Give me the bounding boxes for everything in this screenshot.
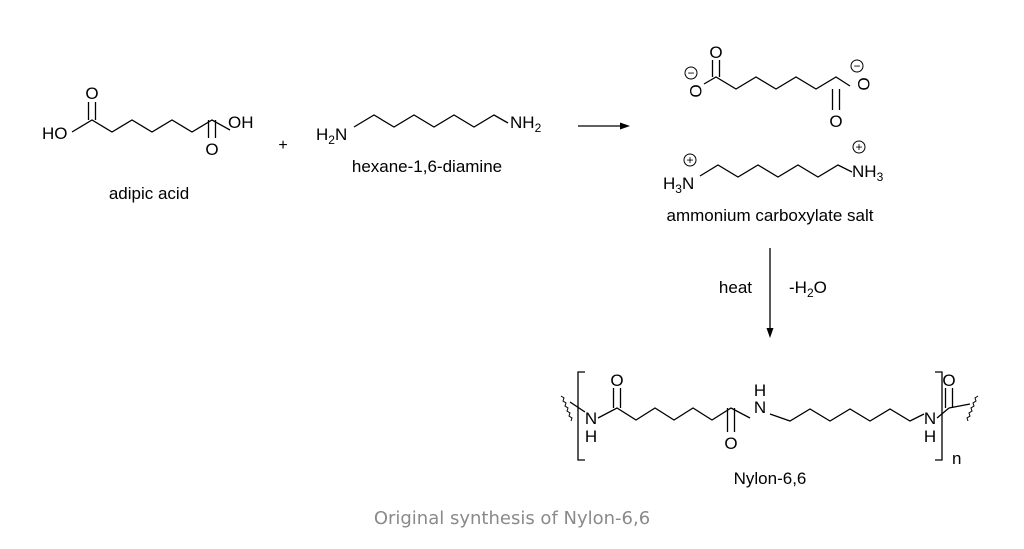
nylon-amide-hydrogen-3: H	[924, 427, 936, 446]
amine-left-group: H2N	[316, 125, 347, 147]
nylon-label: Nylon-6,6	[734, 469, 807, 488]
amine-right-group: NH2	[510, 113, 542, 135]
nylon-amide-hydrogen-1: H	[585, 427, 597, 446]
hexanediamine-structure: H2N NH2 hexane-1,6-diamine	[316, 113, 542, 176]
svg-text:−: −	[687, 66, 694, 80]
ammonium-left-group: H3N	[663, 174, 694, 196]
condensation-arrow	[766, 248, 774, 338]
plus-sign: +	[278, 137, 287, 154]
ammonium-right-group: NH3	[852, 162, 884, 184]
nylon-carbonyl-oxygen-3: O	[942, 371, 955, 390]
carboxylate-oxygen-right: O	[854, 77, 873, 90]
hydroxyl-right: OH	[228, 113, 254, 132]
condition-water-loss: -H2O	[789, 278, 827, 300]
bracket-left	[577, 371, 585, 461]
bracket-right	[935, 371, 943, 461]
carboxylate-oxygen-top: O	[709, 43, 722, 62]
adipic-acid-chain	[71, 119, 231, 133]
carboxylate-oxygen-left: O	[686, 84, 705, 97]
svg-text:−: −	[853, 59, 860, 73]
hexanediammonium-chain	[699, 164, 853, 178]
carboxylate-oxygen-bottom: O	[829, 112, 842, 131]
carbonyl-oxygen-bottom: O	[205, 140, 218, 159]
adipate-chain	[703, 76, 851, 90]
nylon-backbone-amine-segment	[769, 408, 925, 422]
nylon-carbonyl-oxygen-2: O	[724, 434, 737, 453]
negative-charge-left: −	[684, 66, 698, 80]
carbonyl-oxygen-top: O	[85, 84, 98, 103]
positive-charge-right: +	[852, 140, 866, 154]
hexanediammonium-structure: H3N NH3 + + ammonium carboxylate salt	[663, 140, 884, 225]
nylon-backbone-acid-segment	[597, 407, 751, 421]
reaction-arrow	[578, 122, 630, 130]
svg-text:+: +	[686, 153, 693, 167]
nylon-carbonyl-oxygen-1: O	[610, 371, 623, 390]
nylon-amide-nitrogen-2: N	[754, 398, 766, 417]
hydroxyl-left: HO	[42, 124, 68, 143]
condition-heat: heat	[719, 278, 752, 297]
adipate-dianion-structure: O O O O − −	[684, 43, 873, 131]
nylon-structure: n O O O N H N H N H Nylon-6,6	[560, 371, 979, 488]
adipic-acid-structure: O O HO OH adipic acid	[42, 84, 254, 203]
hexanediamine-label: hexane-1,6-diamine	[352, 157, 502, 176]
chain-continuation-right	[966, 395, 979, 422]
nylon-amide-nitrogen-3: N	[924, 409, 936, 428]
nylon-amide-nitrogen-1: N	[585, 409, 597, 428]
adipic-acid-label: adipic acid	[109, 184, 189, 203]
negative-charge-right: −	[850, 59, 864, 73]
nylon-amide-hydrogen-2: H	[754, 381, 766, 400]
hexanediamine-chain	[353, 114, 509, 128]
figure-caption: Original synthesis of Nylon-6,6	[373, 508, 651, 529]
chain-continuation-left	[560, 395, 573, 422]
ammonium-carboxylate-salt-label: ammonium carboxylate salt	[667, 206, 874, 225]
svg-text:+: +	[855, 140, 862, 154]
repeat-index: n	[952, 449, 961, 468]
positive-charge-left: +	[683, 153, 697, 167]
